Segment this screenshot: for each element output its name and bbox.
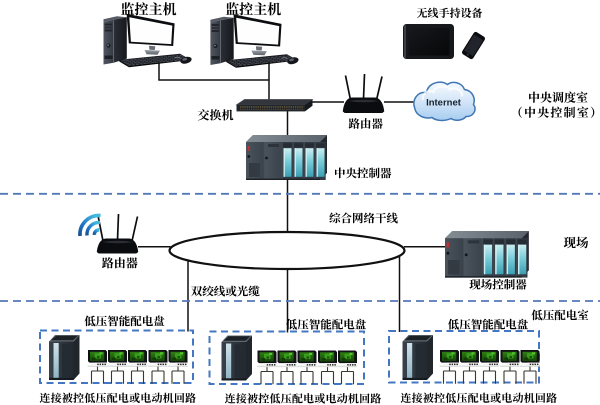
svg-text:Internet: Internet [426,98,462,109]
